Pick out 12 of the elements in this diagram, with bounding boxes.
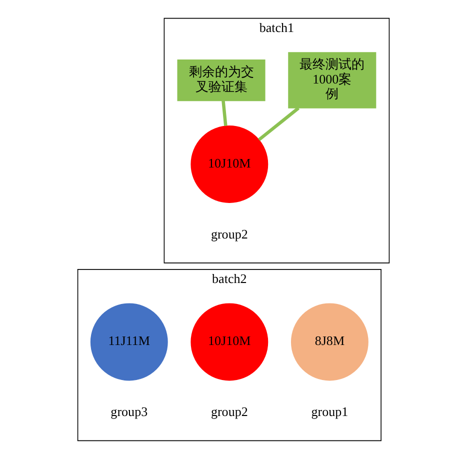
node-circle: 11J11M	[90, 303, 168, 381]
node-label: group3	[110, 404, 148, 420]
node-circle: 10J10M	[190, 126, 268, 203]
connector	[257, 106, 300, 142]
node-circle: 10J10M	[190, 303, 268, 381]
node-label: group2	[210, 404, 248, 420]
node-box: 剩余的为交叉验证集	[176, 60, 265, 102]
node-box: 最终测试的1000案例	[288, 52, 376, 108]
node-label: group1	[310, 404, 348, 420]
node-label: group2	[210, 226, 248, 242]
connector	[221, 100, 227, 126]
node-circle: 8J8M	[290, 303, 368, 381]
